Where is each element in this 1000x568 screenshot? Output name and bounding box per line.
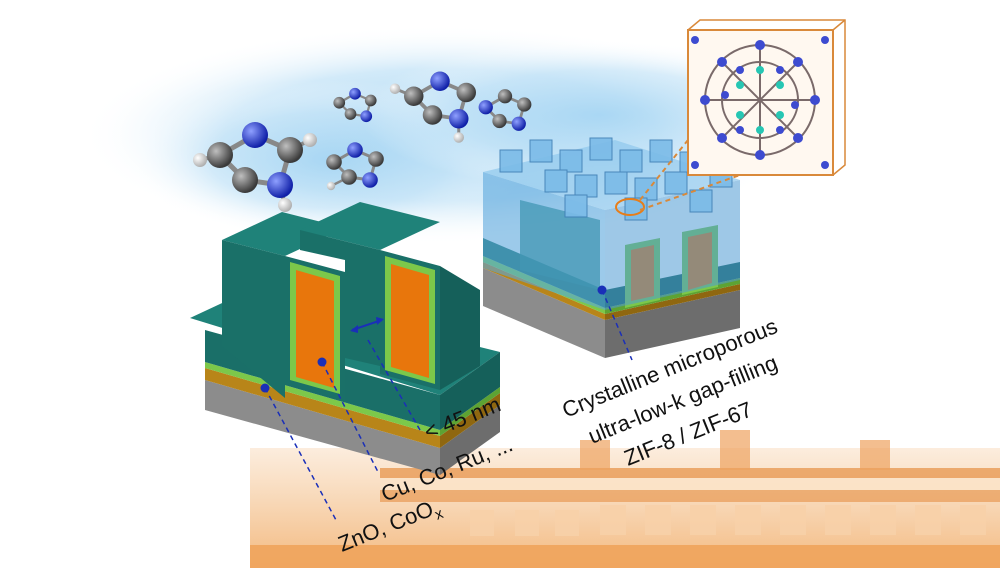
imidazole-molecule-icon [333, 87, 377, 123]
interconnect-structure-after [483, 137, 740, 358]
imidazole-molecule-icon [193, 122, 317, 212]
imidazole-molecule-icon [326, 142, 384, 191]
chip-cross-section-icon [250, 430, 1000, 568]
imidazole-molecule-icon [389, 71, 476, 143]
zif-cage-icon [639, 19, 846, 211]
guide-lines [264, 289, 633, 521]
imidazole-molecule-icon [478, 89, 532, 131]
guide-dots [260, 285, 607, 393]
